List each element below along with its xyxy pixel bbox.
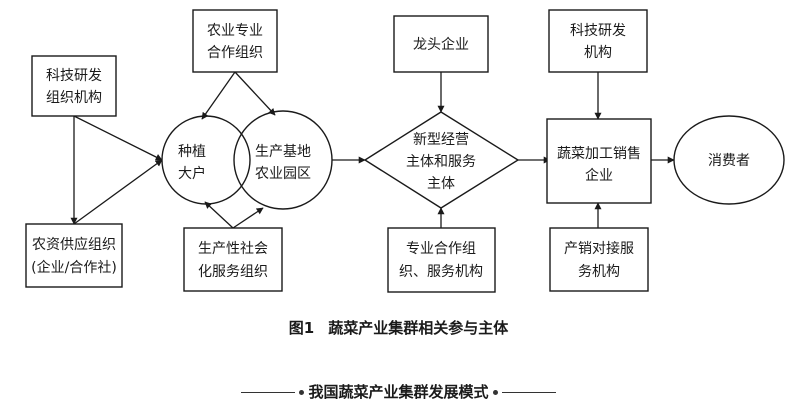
label-zhongzhi-dahu-2: 大户 [178, 165, 206, 182]
node-shapes [25, 9, 785, 293]
figure-caption: 图1 蔬菜产业集群相关参与主体 [0, 317, 797, 338]
cluster-participants-diagram: 科技研发 组织机构 农业专业 合作组织 农资供应组织 (企业/合作社) 种植 大… [25, 9, 785, 293]
label-chanxiao-duijie-1: 产销对接服 [564, 240, 634, 257]
connectors [70, 71, 675, 229]
label-xinxing-jingying-2: 主体和服务 [406, 154, 476, 170]
label-nongye-zhuanye-hezuo-1: 农业专业 [207, 23, 263, 39]
arrow-hezuo-to-jidi [234, 71, 276, 116]
arrow-nongzi-to-zhongzhi [73, 159, 163, 225]
label-keji-yanfa-jigou-2: 机构 [584, 45, 612, 61]
node-shengchanxing-fuwu-box [183, 227, 283, 292]
figure-number: 图1 [288, 319, 315, 337]
heading-rule-left [241, 392, 296, 393]
figure-title: 蔬菜产业集群相关参与主体 [328, 319, 509, 337]
arrow-hezuo-to-zhongzhi [201, 71, 236, 120]
arrow-fuwu-to-jidi [232, 207, 264, 229]
label-chanxiao-duijie-2: 务机构 [578, 264, 620, 280]
node-keji-yanfa-zuzhi-box [31, 55, 117, 117]
label-zhuanye-hezuo-fuwu-2: 织、服务机构 [399, 264, 483, 280]
node-labels: 科技研发 组织机构 农业专业 合作组织 农资供应组织 (企业/合作社) 种植 大… [31, 23, 750, 280]
label-zhuanye-hezuo-fuwu-1: 专业合作组 [406, 241, 476, 257]
heading-rule-right [501, 392, 556, 393]
node-nongzi-gongying-box [25, 223, 123, 288]
label-jiagong-xiaoshou-1: 蔬菜加工销售 [557, 146, 641, 162]
heading-dot-left [299, 390, 305, 395]
node-nongye-zhuanye-hezuo-box [192, 9, 278, 73]
label-keji-yanfa-jigou-1: 科技研发 [570, 23, 626, 39]
node-xiaofeizhe-ellipse [673, 115, 785, 205]
label-xiaofeizhe: 消费者 [708, 153, 750, 169]
section-heading: 我国蔬菜产业集群发展模式 [0, 381, 797, 402]
arrow-fuwu-to-zhongzhi [204, 201, 234, 229]
label-xinxing-jingying-1: 新型经营 [413, 132, 469, 148]
node-keji-yanfa-jigou-box [548, 9, 648, 73]
node-chanxiao-duijie-box [549, 227, 649, 292]
arrow-keji-to-zhongzhi [73, 115, 163, 161]
label-xinxing-jingying-3: 主体 [427, 176, 455, 192]
label-keji-yanfa-zuzhi-2: 组织机构 [46, 90, 102, 106]
label-nongzi-gongying-2: (企业/合作社) [31, 259, 117, 276]
node-zhuanye-hezuo-fuwu-box [387, 227, 496, 293]
label-shengchanxing-fuwu-2: 化服务组织 [198, 264, 268, 280]
heading-dot-right [492, 390, 498, 395]
label-shengchanxing-fuwu-1: 生产性社会 [198, 241, 268, 257]
label-jiagong-xiaoshou-2: 企业 [585, 167, 613, 184]
node-shengchan-jidi-circle [233, 110, 333, 210]
label-nongzi-gongying-1: 农资供应组织 [32, 236, 116, 253]
label-longtou-qiye: 龙头企业 [413, 36, 469, 53]
label-zhongzhi-dahu-1: 种植 [178, 144, 206, 160]
label-keji-yanfa-zuzhi-1: 科技研发 [46, 68, 102, 84]
node-jiagong-xiaoshou-box [546, 118, 652, 204]
label-shengchan-jidi-1: 生产基地 [255, 143, 311, 160]
node-longtou-qiye-box [393, 15, 489, 73]
node-xinxing-jingying-diamond [363, 111, 520, 209]
node-zhongzhi-dahu-circle [161, 115, 251, 205]
section-heading-text: 我国蔬菜产业集群发展模式 [308, 383, 489, 401]
label-nongye-zhuanye-hezuo-2: 合作组织 [207, 45, 263, 61]
label-shengchan-jidi-2: 农业园区 [255, 166, 311, 182]
